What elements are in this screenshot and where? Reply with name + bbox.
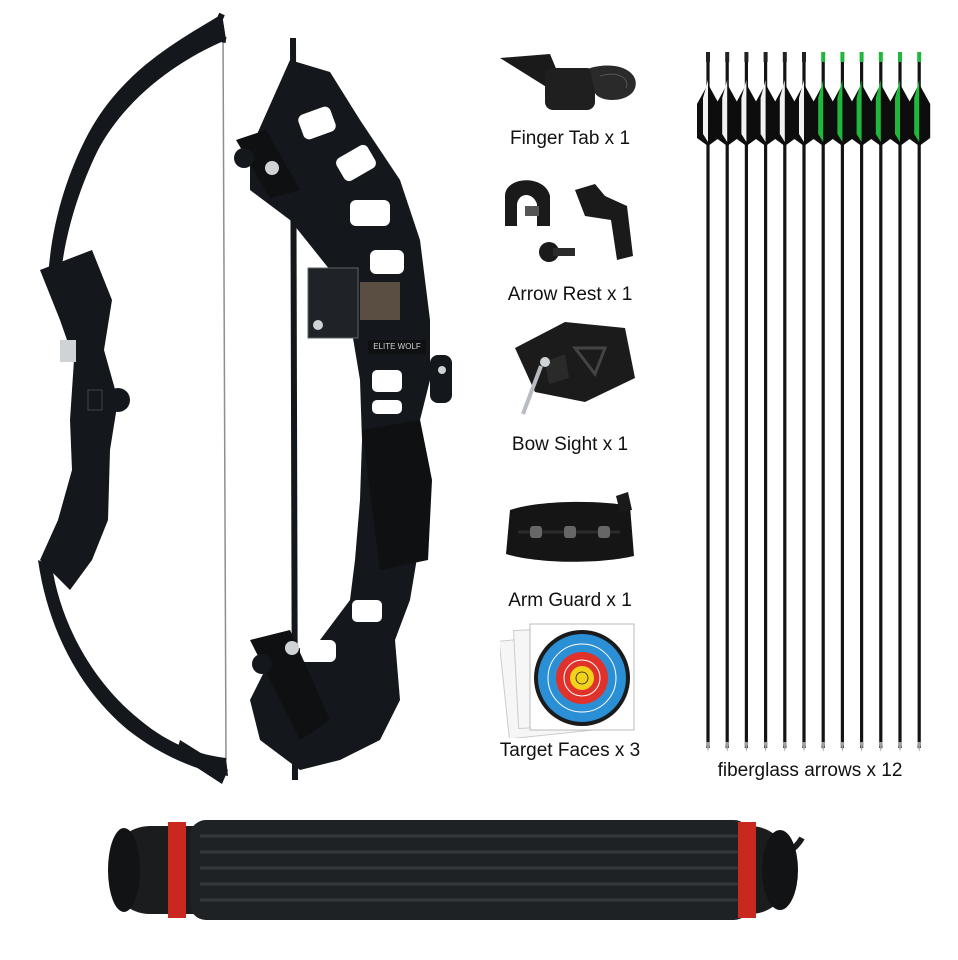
arrow: [754, 52, 777, 752]
bow-sight-icon: [515, 322, 635, 415]
bow-string: [222, 29, 227, 761]
accessory-label-arrow-rest: Arrow Rest x 1: [507, 284, 633, 305]
arm-guard-icon: [506, 492, 634, 562]
accessory-label-finger-tab: Finger Tab x 1: [509, 128, 631, 149]
accessory-label-arm-guard: Arm Guard x 1: [508, 590, 632, 611]
finger-tab-icon: [500, 54, 636, 110]
riser-brand-text: ELITE WOLF: [373, 342, 421, 351]
upper-limb: [48, 14, 226, 282]
accessory-label-bow-sight: Bow Sight x 1: [511, 434, 629, 455]
arrow: [869, 52, 892, 752]
lower-limb: [38, 560, 228, 776]
arrow-rest-icon: [505, 180, 633, 262]
riser-grip: [362, 420, 432, 570]
bow-riser: [40, 250, 118, 590]
arrow: [908, 52, 931, 752]
arrows-label: fiberglass arrows x 12: [717, 760, 903, 781]
accessory-label-target-faces: Target Faces x 3: [499, 740, 641, 761]
target-face-icon: [500, 623, 635, 738]
